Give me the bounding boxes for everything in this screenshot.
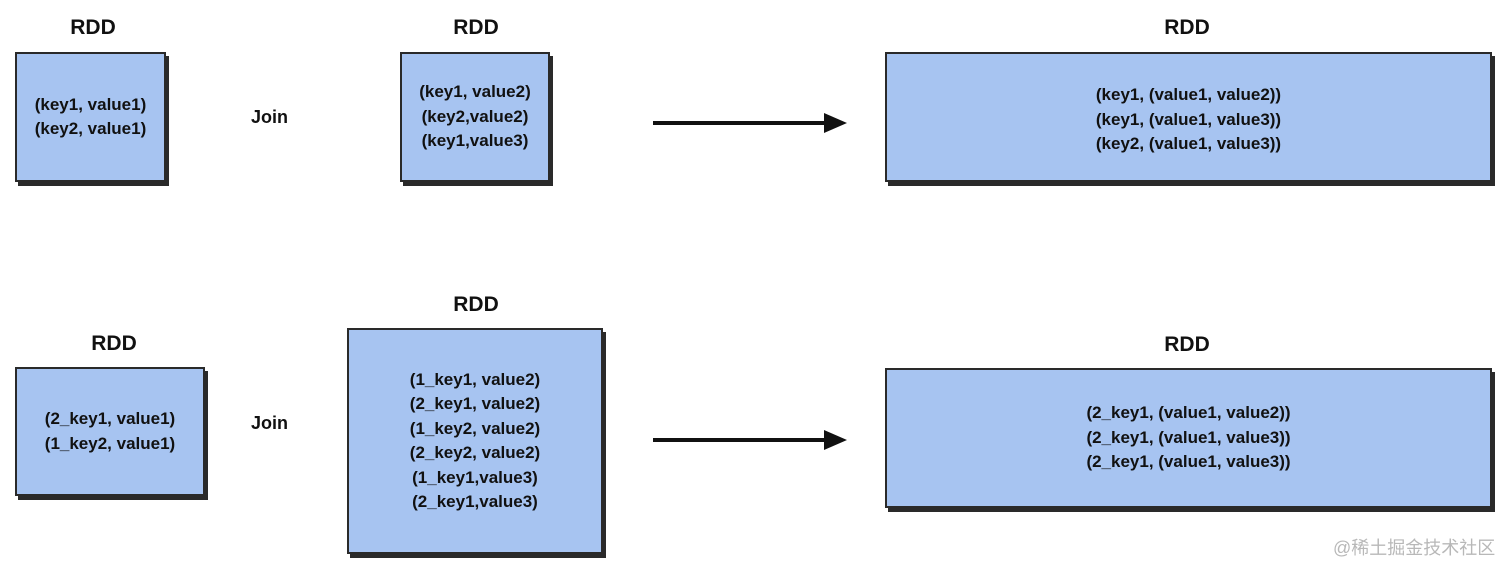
row2-right-line-2: (2_key1, value2) bbox=[409, 394, 541, 413]
row1-right-line-2: (key2,value2) bbox=[421, 106, 529, 126]
row1-result-line-3: (key2, (value1, value3)) bbox=[1095, 134, 1282, 153]
row1-right-rdd-box: (key1, value2) (key2,value2) (key1,value… bbox=[400, 52, 550, 182]
row1-left-line-1: (key1, value1) bbox=[34, 94, 147, 114]
row2-right-rdd-box: (1_key1, value2) (2_key1, value2) (1_key… bbox=[347, 328, 603, 554]
row1-result-line-1: (key1, (value1, value2)) bbox=[1095, 85, 1282, 104]
row2-left-rdd-title: RDD bbox=[91, 332, 137, 355]
row2-join-label: Join bbox=[251, 413, 289, 433]
row1-left-line-2: (key2, value1) bbox=[34, 119, 147, 138]
row2-right-rdd-title: RDD bbox=[453, 293, 499, 316]
row2-left-line-2: (1_key2, value1) bbox=[44, 433, 176, 453]
row2-result-line-1: (2_key1, (value1, value2)) bbox=[1086, 403, 1291, 423]
row2-arrow-icon bbox=[653, 430, 847, 450]
row1-arrow-icon bbox=[653, 113, 847, 133]
row1-right-line-3: (key1,value3) bbox=[421, 131, 529, 151]
row2-left-line-1: (2_key1, value1) bbox=[44, 409, 176, 428]
row1-result-rdd-title: RDD bbox=[1164, 16, 1210, 39]
row2-right-line-6: (2_key1,value3) bbox=[412, 492, 538, 511]
row1-right-line-1: (key1, value2) bbox=[419, 82, 531, 102]
row1-result-line-2: (key1, (value1, value3)) bbox=[1095, 109, 1282, 129]
row2-left-rdd-box: (2_key1, value1) (1_key2, value1) bbox=[15, 367, 205, 496]
row2-result-rdd-box: (2_key1, (value1, value2)) (2_key1, (val… bbox=[885, 368, 1492, 508]
row1-result-rdd-box: (key1, (value1, value2)) (key1, (value1,… bbox=[885, 52, 1492, 182]
row1-left-rdd-title: RDD bbox=[70, 16, 116, 39]
row2-right-line-4: (2_key2, value2) bbox=[409, 443, 541, 462]
row1-right-rdd-title: RDD bbox=[453, 16, 499, 39]
row2-right-line-3: (1_key2, value2) bbox=[409, 418, 541, 438]
row1-join-label: Join bbox=[251, 107, 289, 127]
watermark-text: @稀土掘金技术社区 bbox=[1333, 538, 1496, 558]
row2-result-rdd-title: RDD bbox=[1164, 333, 1210, 356]
row2-result-line-3: (2_key1, (value1, value3)) bbox=[1086, 452, 1291, 472]
row1-left-rdd-box: (key1, value1) (key2, value1) bbox=[15, 52, 166, 182]
row2-right-line-1: (1_key1, value2) bbox=[409, 369, 541, 389]
row2-result-line-2: (2_key1, (value1, value3)) bbox=[1086, 427, 1291, 447]
row2-right-line-5: (1_key1,value3) bbox=[412, 467, 538, 487]
